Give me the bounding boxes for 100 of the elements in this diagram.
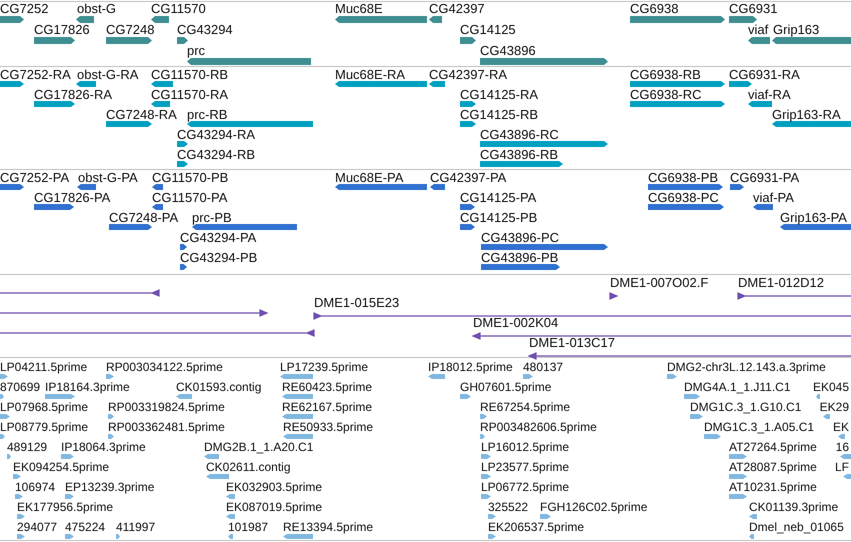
feature-label: LP07968.5prime [0,401,88,413]
feature-label: 411997 [116,521,156,533]
feature-label: RP003362481.5prime [108,421,225,433]
feature-label: obst-G [77,3,116,15]
feature-label: CG14125-PA [460,192,536,204]
feature-label: RE13394.5prime [283,521,374,533]
feature-label: CG11570-RB [151,69,228,81]
feature-label: IP18064.3prime [61,441,146,453]
feature-label: CG7248-PA [109,212,178,224]
feature-label: CG6931-PA [730,172,800,184]
feature-label: 294077 [17,521,58,533]
feature-label: EK094254.5prime [13,461,110,473]
feature-label: 16 [836,441,849,453]
feature-label: DMG2-chr3L.12.143.a.3prime [667,361,826,373]
feature-label: CG11570-PA [152,192,228,204]
feature-label: 870699 [0,381,40,393]
feature-label: EK206537.5prime [488,521,584,533]
feature-label: CG42397 [429,3,485,15]
feature-label: Muc68E-PA [335,172,404,184]
feature-label: EK177956.5prime [17,501,114,513]
feature-label: CG14125 [460,24,516,36]
feature-label: CG11570-RA [151,89,228,101]
feature-label: LF [834,461,849,473]
feature-label: CG6931-RA [729,69,800,81]
feature-label: CG17826-RA [34,89,112,101]
feature-label: RP003034122.5prime [106,361,223,373]
feature-label: DMG1C.3_1.A05.C1 [704,421,814,433]
feature-label: CG43896 [480,45,536,57]
feature-label: 106974 [15,481,56,493]
feature-label: LP23577.5prime [481,461,570,473]
feature-label: CG6931 [729,3,778,15]
feature-label: viaf-PA [753,192,794,204]
feature-label: EK29 [820,401,849,413]
feature-label: Dmel_neb_01065 [749,521,844,533]
feature-label: Grip163-PA [780,212,847,224]
feature-label: DME1-012D12 [738,277,824,289]
feature-label: CG43896-PC [481,232,560,244]
feature-label: 101987 [228,521,268,533]
feature-label: LP04211.5prime [0,361,88,373]
feature-label: CG43294-RA [177,129,256,141]
feature-label: RE67254.5prime [480,401,570,413]
feature-label: CG11570-PB [152,172,228,184]
feature-label: EK [832,421,849,433]
feature-label: obst-G-PA [78,172,138,184]
feature-label: CK01139.3prime [749,501,838,513]
feature-label: Grip163 [773,24,820,36]
feature-label: CK01593.contig [176,381,262,393]
feature-label: CG43294 [177,24,233,36]
feature-label: LP16012.5prime [481,441,570,453]
feature-label: CG14125-RB [460,109,538,121]
feature-label: CK02611.contig [206,461,291,473]
feature-label: Muc68E-RA [335,69,406,81]
feature-label: EK032903.5prime [226,481,322,493]
feature-label: RE60423.5prime [282,381,372,393]
feature-label: CG42397-RA [429,69,508,81]
feature-label: 325522 [488,501,528,513]
feature-label: AT28087.5prime [729,461,817,473]
feature-label: RE62167.5prime [282,401,372,413]
feature-label: IP18012.5prime [428,361,513,373]
feature-label: IP18164.3prime [45,381,130,393]
feature-label: CG11570 [151,3,206,15]
feature-label: Muc68E [335,3,383,15]
feature-label: CG6938-PC [648,192,719,204]
feature-label: Grip163-RA [772,109,841,121]
feature-label: DMG2B.1_1.A20.C1 [204,441,314,453]
feature-label: CG7248-RA [106,109,177,121]
feature-label: DME1-015E23 [314,297,400,309]
feature-label: viaf-RA [748,89,791,101]
feature-label: RP003319824.5prime [108,401,225,413]
feature-label: CG43896-PB [481,252,558,264]
feature-label: prc-RB [187,109,228,121]
feature-label: CG6938-RC [630,89,702,101]
feature-label: CG43294-RB [177,149,256,161]
feature-label: RP003482606.5prime [480,421,597,433]
feature-label: DME1-002K04 [473,317,558,329]
feature-label: prc [187,45,206,57]
feature-label: CG7252-PA [0,172,70,184]
feature-label: 480137 [523,361,564,373]
feature-label: GH07601.5prime [460,381,552,393]
feature-label: CG43896-RB [480,149,558,161]
feature-label: RE50933.5prime [283,421,374,433]
feature-label: AT10231.5prime [729,481,817,493]
feature-label: CG14125-PB [460,212,538,224]
feature-label: obst-G-RA [77,69,138,81]
feature-label: 489129 [7,441,48,453]
feature-label: EK045 [812,381,849,393]
feature-label: AT27264.5prime [729,441,817,453]
feature-label: viaf [748,24,768,36]
feature-label: DME1-007O02.F [610,277,708,289]
feature-label: LP17239.5prime [280,361,368,373]
feature-label: LP08779.5prime [0,421,88,433]
feature-label: LP06772.5prime [481,481,570,493]
feature-label: DME1-013C17 [529,337,615,349]
feature-label: FGH126C02.5prime [540,501,648,513]
feature-label: prc-PB [192,212,232,224]
feature-label: CG7248 [106,24,154,36]
feature-label: CG42397-PA [430,172,506,184]
feature-label: CG14125-RA [460,89,538,101]
feature-label: CG6938-RB [630,69,701,81]
feature-label: CG7252-RA [0,69,71,81]
